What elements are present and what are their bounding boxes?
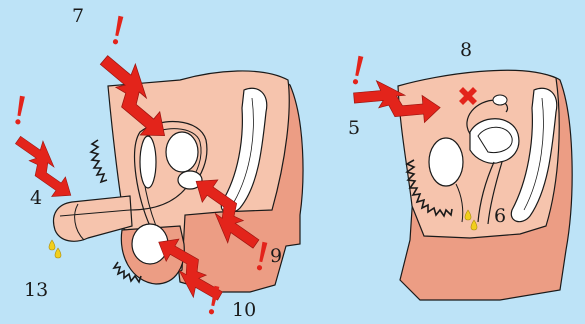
male-penis <box>54 196 132 241</box>
label-4: 4 <box>30 187 42 209</box>
male-bladder <box>166 132 198 172</box>
label-8: 8 <box>460 39 472 61</box>
exclamation-icon-5 <box>352 56 363 85</box>
male-drop-2 <box>55 248 61 258</box>
lightning-arrow-icon-4 <box>3 129 88 205</box>
label-5: 5 <box>348 117 360 139</box>
label-6: 6 <box>494 205 506 227</box>
female-bladder <box>429 138 463 186</box>
label-9: 9 <box>270 245 282 267</box>
label-7: 7 <box>72 5 84 27</box>
female-uterus <box>470 119 519 164</box>
male-figure <box>49 71 303 292</box>
exclamation-icon-7 <box>112 16 123 45</box>
label-10: 10 <box>232 299 256 321</box>
male-pubic-bone <box>140 136 156 188</box>
male-drop-1 <box>49 240 55 250</box>
female-ovary <box>493 95 507 105</box>
label-13: 13 <box>24 279 48 301</box>
exclamation-icon-4 <box>15 96 25 125</box>
